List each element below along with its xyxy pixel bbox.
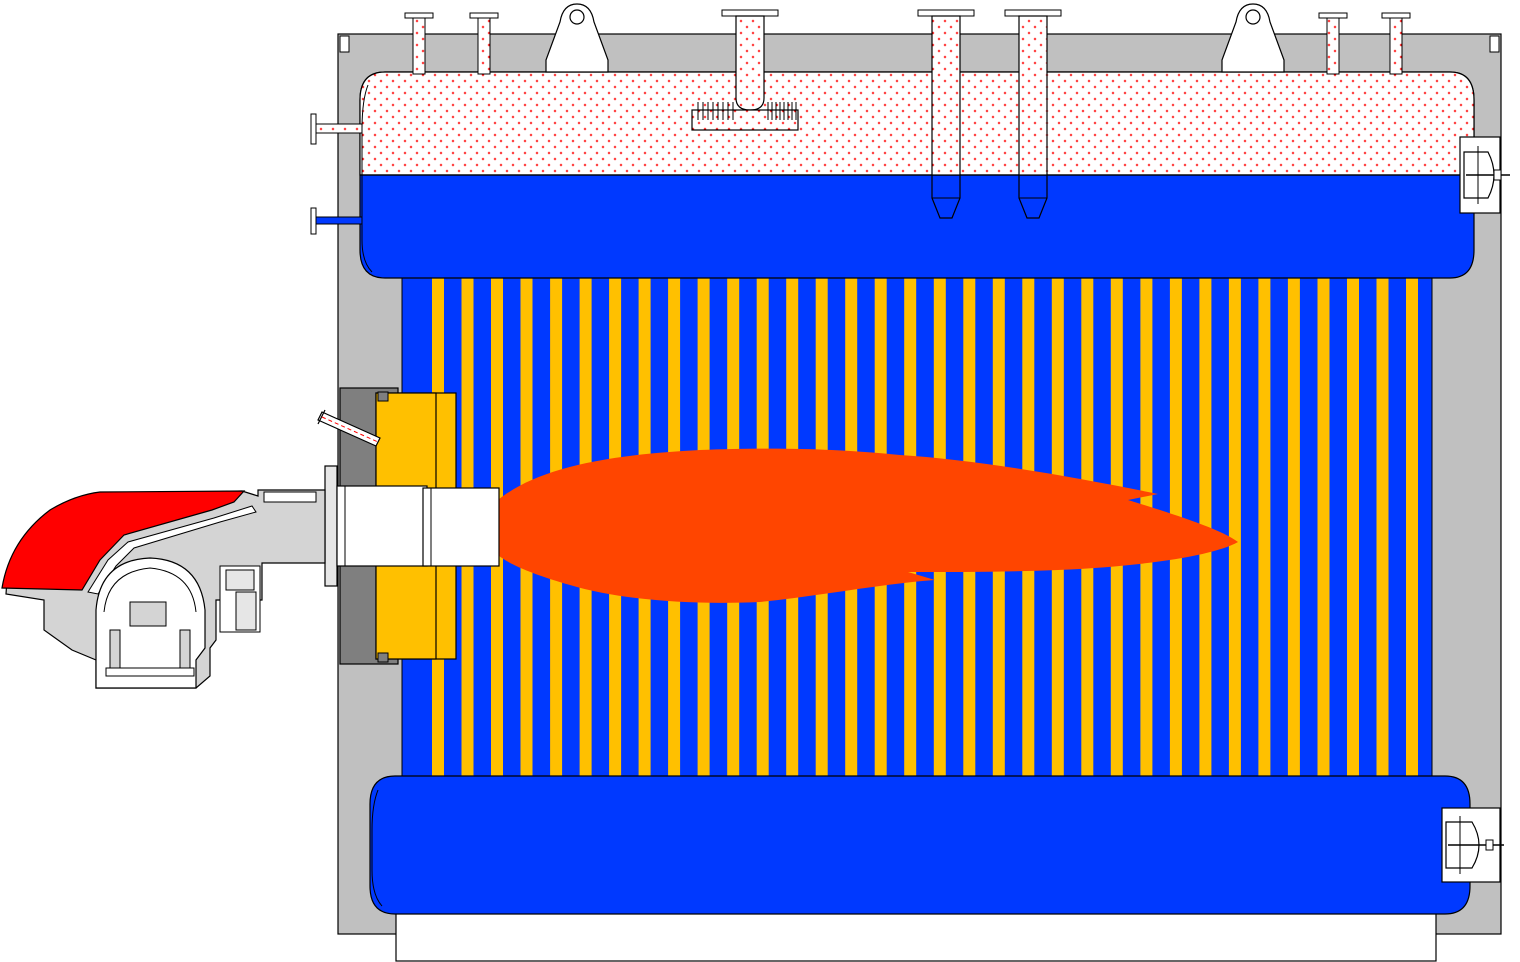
downcomer-left (917, 9, 975, 219)
burner (1, 465, 500, 689)
upper-drum-steam (359, 71, 1475, 176)
water-tube (1406, 278, 1418, 778)
downcomer-right (1004, 9, 1062, 219)
furnace-flame (498, 448, 1238, 603)
water-tube (1287, 278, 1300, 778)
water-tube (1317, 278, 1330, 778)
manhole-upper (1459, 136, 1510, 214)
casing-corner-right (1489, 35, 1500, 53)
water-tube (1228, 278, 1241, 778)
observation-port (317, 409, 381, 447)
water-tube (1347, 278, 1359, 778)
base-support (395, 907, 1437, 962)
side-nozzles (310, 113, 363, 235)
lifting-lug-right (1221, 3, 1285, 73)
casing-corner-left (339, 35, 350, 53)
lower-water-drum (369, 775, 1471, 915)
water-tube (1258, 278, 1271, 778)
water-tube (1376, 278, 1389, 778)
lifting-lug-left (545, 3, 609, 73)
steam-outlet-nozzle (691, 9, 799, 131)
safety-valve-nozzles (404, 12, 1411, 75)
burner-flange (324, 465, 338, 587)
manhole-lower (1441, 807, 1504, 883)
burner-hood (1, 490, 246, 591)
